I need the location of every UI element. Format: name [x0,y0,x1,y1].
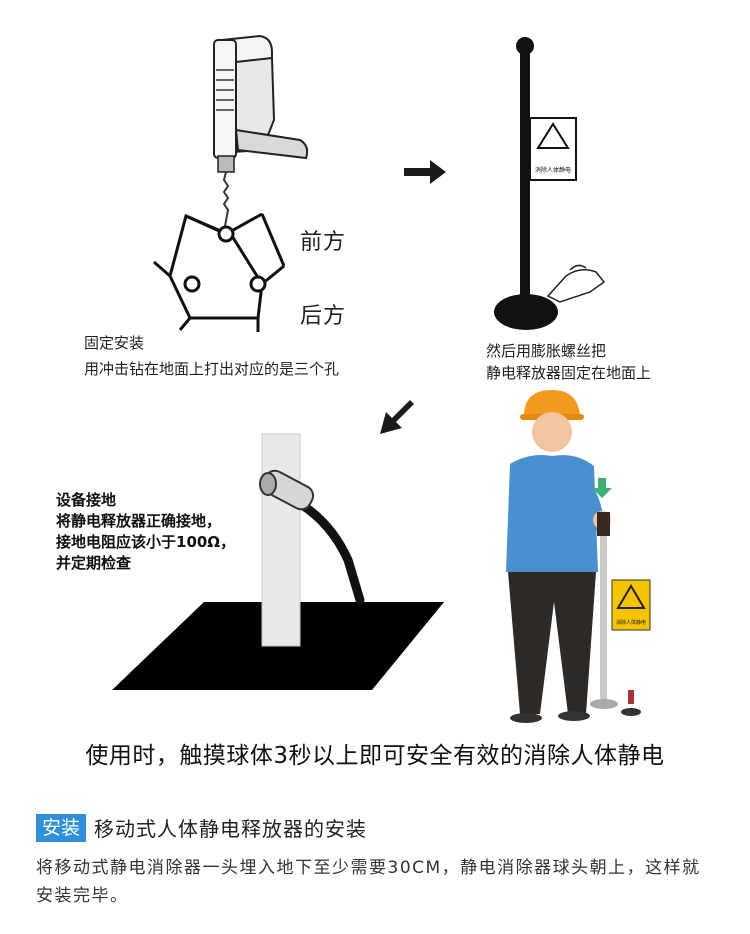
pole-sign-text: 消除人体静电 [535,166,571,174]
step1-desc: 用冲击钻在地面上打出对应的是三个孔 [84,360,340,378]
step2-desc: 然后用膨胀螺丝把 静电释放器固定在地面上 [486,342,652,382]
drill-icon [213,34,309,227]
static-pole-illustration: 消除人体静电 [494,37,606,330]
arrow-right-icon [404,160,446,184]
grounding-illustration [112,433,444,690]
section-title: 移动式人体静电释放器的安装 [94,817,368,841]
illustration-canvas: 消除人体静电 [112,34,651,723]
section-badge: 安装 [36,813,87,842]
triangle-mount-diagram [153,212,286,332]
section-header: 安装 移动式人体静电释放器的安装 [36,813,367,842]
worker-illustration: 消除人体静电 [506,390,651,723]
worker-sign-text: 消除人体静电 [616,619,646,626]
front-label: 前方 [300,230,347,255]
usage-caption: 使用时，触摸球体3秒以上即可安全有效的消除人体静电 [85,743,665,769]
hand-icon [546,264,606,303]
back-label: 后方 [300,304,347,329]
step1-title: 固定安装 [84,334,145,352]
step3-desc: 设备接地 将静电释放器正确接地， 接地电阻应该小于100Ω， 并定期检查 [56,491,236,572]
arrow-down-left-icon [380,400,414,434]
section-body: 将移动式静电消除器一头埋入地下至少需要30CM，静电消除器球头朝上，这样就安装完… [36,858,701,906]
warning-sign-icon [536,122,570,164]
